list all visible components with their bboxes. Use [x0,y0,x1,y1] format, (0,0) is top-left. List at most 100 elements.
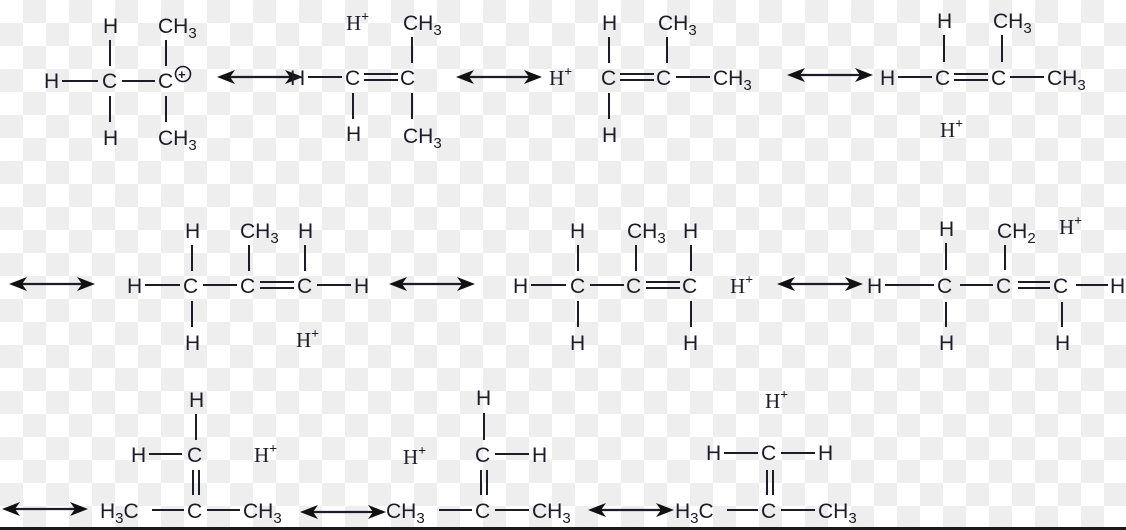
svg-text:H: H [602,124,617,147]
svg-text:H+: H+ [403,444,426,469]
svg-text:CH3: CH3 [627,220,666,247]
svg-text:C: C [297,275,312,298]
svg-text:H: H [939,218,954,241]
resonance-arrow-3 [785,66,875,84]
svg-text:CH2: CH2 [997,220,1036,247]
svg-text:H: H [189,389,204,412]
svg-text:H+: H+ [346,10,369,35]
svg-text:CH3: CH3 [240,220,279,247]
svg-text:H: H [103,127,118,150]
positive-charge-icon [174,65,192,83]
svg-text:H: H [513,275,528,298]
svg-text:C: C [102,70,117,93]
svg-text:H: H [127,275,142,298]
svg-text:C: C [601,67,616,90]
structure-7: H C H H C CH2 C H H H+ [867,214,1125,355]
structure-2: H+ H C C H CH3 CH3 [290,10,442,152]
svg-text:CH3: CH3 [158,127,197,154]
resonance-arrow-7 [0,500,90,518]
svg-text:C: C [570,275,585,298]
svg-text:H+: H+ [730,273,753,298]
structure-1-tert-butyl-cation: H C H H C + CH3 CH3 [44,15,197,154]
svg-text:CH3: CH3 [243,500,282,527]
svg-text:CH3: CH3 [993,10,1032,37]
structure-9: H+ H C H CH3 C CH3 [386,387,571,527]
svg-text:C: C [761,442,776,465]
svg-text:H: H [570,332,585,355]
svg-text:H: H [346,123,361,146]
svg-text:CH3: CH3 [403,125,442,152]
svg-text:CH3: CH3 [532,500,571,527]
svg-text:C: C [761,500,776,523]
svg-text:C: C [682,275,697,298]
svg-text:H: H [131,444,146,467]
resonance-arrow-9 [586,501,676,519]
svg-text:CH3: CH3 [713,67,752,94]
svg-text:H: H [532,444,547,467]
svg-text:C: C [400,67,415,90]
svg-text:H3C: H3C [675,500,714,527]
svg-text:C: C [626,275,641,298]
svg-text:C: C [183,275,198,298]
svg-text:C: C [187,444,202,467]
resonance-arrow-8 [298,503,388,521]
svg-text:C: C [1053,275,1068,298]
svg-text:H: H [44,70,59,93]
svg-text:H: H [354,275,369,298]
svg-text:H: H [867,275,882,298]
svg-text:H: H [103,15,118,38]
svg-text:+: + [178,67,186,82]
svg-text:CH3: CH3 [658,12,697,39]
svg-text:H+: H+ [765,388,788,413]
svg-text:H: H [1110,275,1125,298]
svg-text:C: C [187,500,202,523]
svg-text:CH3: CH3 [158,15,197,42]
structure-4: H C H C CH3 CH3 H+ [880,10,1086,142]
svg-text:H: H [939,332,954,355]
svg-text:H: H [683,332,698,355]
resonance-arrow-5 [387,275,477,293]
structure-8: H H C H+ H3C C CH3 [100,389,282,527]
svg-text:H: H [290,67,305,90]
svg-text:CH3: CH3 [818,500,857,527]
svg-text:C: C [475,444,490,467]
svg-text:C: C [158,70,173,93]
svg-text:C: C [345,67,360,90]
svg-text:H3C: H3C [100,500,139,527]
svg-text:C: C [996,275,1011,298]
svg-text:C: C [991,67,1006,90]
structure-10: H+ H C H H3C C CH3 [675,388,857,527]
svg-text:C: C [240,275,255,298]
svg-text:C: C [656,67,671,90]
svg-text:H: H [185,220,200,243]
svg-text:H+: H+ [549,65,572,90]
svg-text:C: C [937,275,952,298]
bottom-edge-bar [0,527,1126,530]
svg-text:CH3: CH3 [403,12,442,39]
svg-text:H: H [476,387,491,410]
resonance-arrow-6 [775,275,865,293]
svg-text:H: H [602,12,617,35]
svg-text:CH3: CH3 [1047,67,1086,94]
svg-text:H+: H+ [1059,214,1082,239]
svg-text:C: C [935,67,950,90]
svg-text:H+: H+ [296,327,319,352]
resonance-arrow-4 [7,275,97,293]
svg-text:H+: H+ [254,442,277,467]
svg-text:H: H [818,442,833,465]
resonance-arrow-2 [454,68,544,86]
svg-text:H: H [570,220,585,243]
svg-text:H: H [185,332,200,355]
structure-5: H C H H C CH3 C H H H+ [127,220,369,355]
svg-text:H+: H+ [940,117,963,142]
svg-text:H: H [937,10,952,33]
svg-text:C: C [475,500,490,523]
svg-text:H: H [1055,332,1070,355]
structure-3: H+ H C C H CH3 CH3 [549,12,752,147]
svg-text:H: H [880,67,895,90]
svg-text:CH3: CH3 [386,500,425,527]
svg-text:H: H [683,220,698,243]
structure-6: H C H H C CH3 C H H H+ [513,220,753,355]
svg-text:H: H [298,220,313,243]
